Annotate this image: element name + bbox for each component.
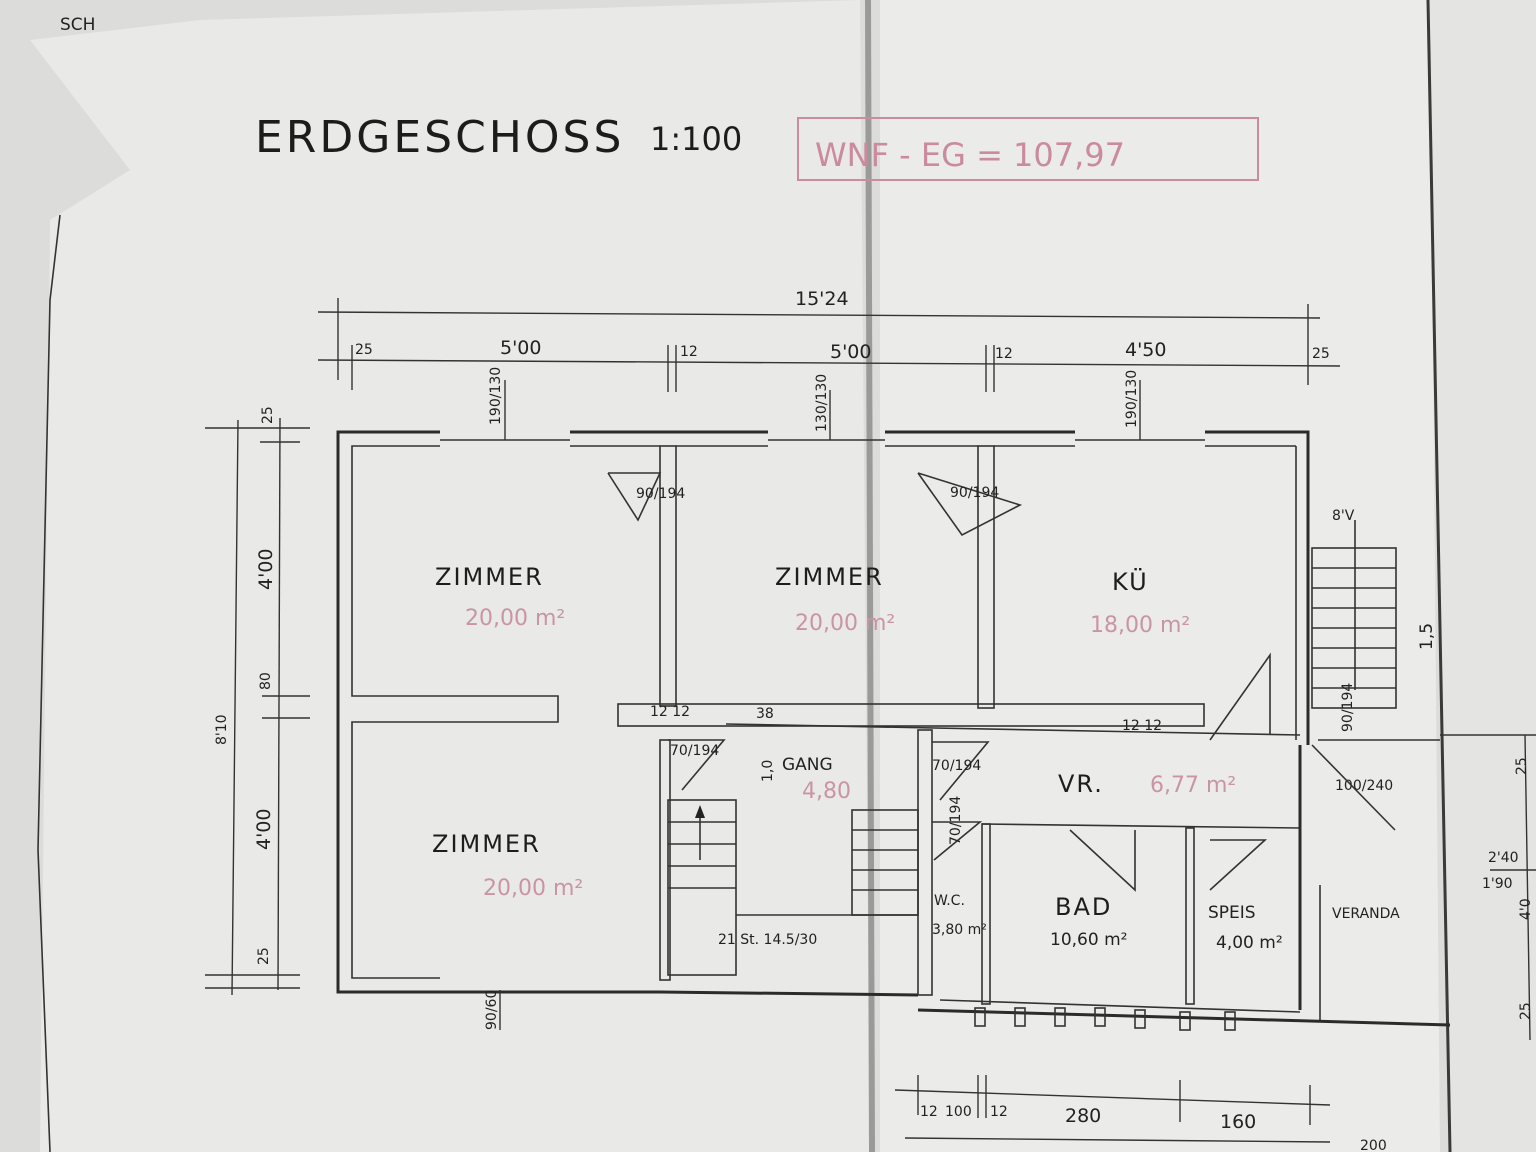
door-3-label: 70/194 <box>670 743 719 759</box>
bottom-dim-5: 160 <box>1220 1111 1256 1133</box>
door-1-label: 90/194 <box>636 486 685 502</box>
annotation-box <box>797 117 1259 181</box>
left-dimensions: 25 4'00 80 4'00 25 8'10 <box>205 406 310 996</box>
main-staircase: 21 St. 14.5/30 <box>667 799 919 976</box>
window-top-1: 190/130 <box>488 367 504 425</box>
room-5-name: GANG <box>782 755 833 775</box>
room-3-name: KÜ <box>1112 567 1149 596</box>
walls <box>336 430 1536 1031</box>
room-8-area: 10,60 m² <box>1050 930 1127 950</box>
page-fold <box>865 0 875 1152</box>
right-dim-2: 2'40 <box>1488 850 1519 866</box>
wall-mark-1: 12 12 <box>650 704 690 720</box>
room-9-area: 4,00 m² <box>1216 933 1283 953</box>
gang-width: 1,0 <box>760 760 776 782</box>
door-2-label: 90/194 <box>950 485 999 501</box>
door-4-label: 70/194 <box>932 758 981 774</box>
top-dim-2: 5'00 <box>500 337 542 359</box>
room-8-name: BAD <box>1055 893 1112 921</box>
room-9-name: SPEIS <box>1208 903 1256 923</box>
bottom-window-marks <box>974 1007 1236 1031</box>
window-bottom: 90/60 <box>484 990 500 1030</box>
left-dim-3: 80 <box>258 672 274 690</box>
room-5-area: 4,80 <box>802 779 851 804</box>
plan-scale: 1:100 <box>650 120 742 158</box>
bottom-dim-2: 100 <box>945 1104 972 1120</box>
wall-mark-3: 12 12 <box>1122 718 1162 734</box>
left-dim-2: 4'00 <box>255 549 277 591</box>
room-2-name: ZIMMER <box>775 563 884 591</box>
overall-width-label: 15'24 <box>795 288 849 310</box>
window-top-2: 130/130 <box>814 374 830 432</box>
left-total: 8'10 <box>214 714 230 745</box>
bottom-dim-4: 280 <box>1065 1105 1101 1127</box>
paper-edge-right <box>1430 0 1536 1152</box>
exterior-stairs: 8'V 1,5 90/194 100/240 <box>1311 508 1437 831</box>
bottom-dimensions: 12 100 12 280 160 200 <box>894 1075 1387 1152</box>
left-dim-5: 25 <box>256 947 272 965</box>
room-1-area: 20,00 m² <box>465 606 565 631</box>
window-top-3: 190/130 <box>1124 370 1140 428</box>
bottom-dim-3: 12 <box>990 1104 1008 1120</box>
top-dim-1: 25 <box>355 342 373 358</box>
exterior-opening: 90/194 <box>1340 683 1356 732</box>
exterior-rise: 8'V <box>1332 508 1355 524</box>
right-dimensions: 25 2'40 1'90 4'0 25 <box>1482 734 1536 1041</box>
room-labels: ZIMMER 20,00 m² ZIMMER 20,00 m² KÜ 18,00… <box>432 563 1400 953</box>
right-dim-3: 1'90 <box>1482 876 1513 892</box>
torn-edge <box>37 214 61 1152</box>
room-2-area: 20,00 m² <box>795 611 895 636</box>
room-6-name: VR. <box>1058 770 1104 798</box>
left-dim-4: 4'00 <box>253 809 275 851</box>
paper-right-border <box>1426 0 1452 1152</box>
door-6-label: 70/194 <box>948 796 964 845</box>
exterior-door: 100/240 <box>1335 778 1393 794</box>
right-dim-4: 4'0 <box>1518 898 1534 920</box>
room-7-area: 3,80 m² <box>932 922 987 938</box>
room-6-area: 6,77 m² <box>1150 773 1236 798</box>
room-1-name: ZIMMER <box>435 563 544 591</box>
top-dim-5: 12 <box>995 346 1013 362</box>
top-dim-4: 5'00 <box>830 341 872 363</box>
room-7-name: W.C. <box>934 893 965 909</box>
top-dim-3: 12 <box>680 344 698 360</box>
top-window-labels: 190/130 130/130 190/130 <box>488 367 1141 440</box>
wall-mark-2: 38 <box>756 706 774 722</box>
top-dimensions: 15'24 25 5'00 12 5'00 12 4'50 25 <box>317 288 1341 392</box>
bottom-dim-1: 12 <box>920 1104 938 1120</box>
corner-stamp: SCH <box>60 15 95 35</box>
bottom-right-fragment: 200 <box>1360 1138 1387 1152</box>
right-dim-5: 25 <box>1518 1002 1534 1020</box>
top-dim-7: 25 <box>1312 346 1330 362</box>
annotation-text: WNF - EG = 107,97 <box>815 136 1125 174</box>
plan-title: ERDGESCHOSS <box>255 112 624 163</box>
left-dim-1: 25 <box>260 406 276 424</box>
exterior-run: 1,5 <box>1417 623 1437 650</box>
room-4-name: ZIMMER <box>432 830 541 858</box>
right-dim-1: 25 <box>1514 757 1530 775</box>
top-dim-6: 4'50 <box>1125 339 1167 361</box>
room-10-name: VERANDA <box>1332 906 1400 922</box>
door-swings: 90/194 90/194 70/194 70/194 70/194 <box>607 472 1271 892</box>
stair-spec: 21 St. 14.5/30 <box>718 932 817 948</box>
room-3-area: 18,00 m² <box>1090 613 1190 638</box>
room-4-area: 20,00 m² <box>483 876 583 901</box>
